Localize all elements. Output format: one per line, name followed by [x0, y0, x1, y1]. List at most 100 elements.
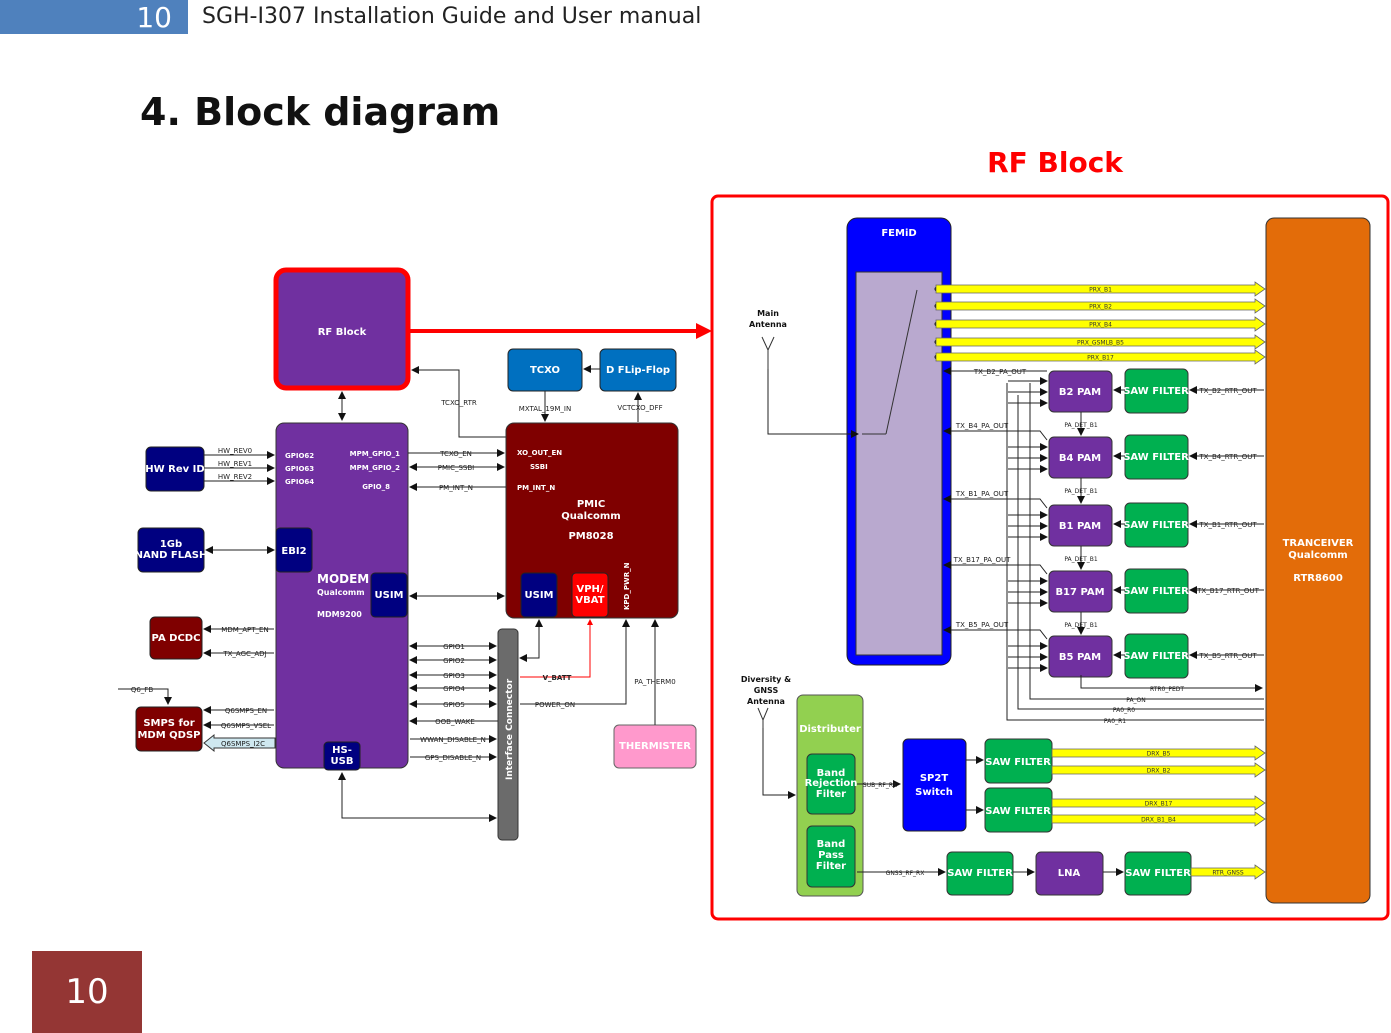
saw-filter-box: [1124, 502, 1189, 548]
tranceiver-vendor: Qualcomm: [1288, 550, 1347, 561]
rf-block-frame: [710, 194, 1390, 921]
signal-label: Q6_FB: [131, 686, 153, 694]
drx-arrow-label: DRX_B5: [1147, 751, 1171, 758]
rtr-out-label: TX_B1_RTR_OUT: [1198, 521, 1257, 529]
signal-label: MDM_APT_EN: [221, 626, 268, 634]
saw-label: SAW FILTER: [1125, 868, 1191, 879]
signal-label: HW_REV2: [218, 473, 252, 481]
pa-out-line: [943, 495, 1048, 509]
signal-label: PA_THERM0: [634, 678, 675, 686]
modem-pin: GPIO63: [285, 465, 314, 473]
modem-pin: GPIO_8: [362, 483, 390, 491]
brf-label: Rejection: [805, 778, 858, 789]
tranceiver-title: TRANCEIVER: [1283, 538, 1354, 549]
saw-filter-box: [1124, 368, 1189, 414]
control-label: PA0_R1: [1104, 718, 1126, 725]
modem-pin: MPM_GPIO_1: [350, 450, 400, 458]
pmic-part: PM8028: [568, 531, 613, 542]
saw-label: SAW FILTER: [1123, 651, 1189, 662]
brf-label: Band: [817, 768, 846, 779]
bpf-label: Band: [817, 839, 846, 850]
prx-arrow: [935, 334, 1266, 350]
modem-pin: GPIO62: [285, 452, 314, 460]
antenna-distributer-link: [762, 728, 796, 799]
sp2t-label: Switch: [915, 787, 953, 798]
control-label: PA0_R0: [1113, 707, 1135, 714]
distributer-label: Distributer: [799, 724, 861, 735]
hs-usb-label: USB: [331, 756, 354, 767]
sp2t-label: SP2T: [920, 773, 948, 784]
pmic-pin: SSBI: [530, 463, 548, 471]
prx-arrow-label: PRX_B4: [1089, 322, 1112, 329]
rf-block-heading: RF Block: [987, 146, 1124, 179]
control-lines: [1006, 383, 1264, 721]
rtr-out-label: TX_B2_RTR_OUT: [1198, 387, 1257, 395]
pmic-pin: PM_INT_N: [517, 484, 555, 492]
saw-filter-box: [1124, 434, 1189, 480]
signal-line: [118, 688, 172, 705]
interface-connector: [497, 628, 519, 841]
rf-block-box: [273, 267, 411, 391]
bpf-label: Filter: [816, 861, 846, 872]
drx-saw-filter-1: [984, 738, 1053, 784]
prx-arrow-label: PRX_GSMLB_B5: [1077, 340, 1124, 347]
prx-arrow-label: PRX_B17: [1087, 355, 1114, 362]
rtr-gnss-arrow: [1190, 864, 1266, 880]
lna-label: LNA: [1058, 868, 1081, 879]
prx-arrow: [935, 316, 1266, 332]
saw-label: SAW FILTER: [1123, 452, 1189, 463]
signal-label: Q6SMPS_EN: [225, 707, 267, 715]
signal-label: GPIO4: [443, 685, 465, 693]
rf-block-label: RF Block: [318, 327, 367, 338]
drx-arrow: [1051, 811, 1266, 827]
saw-label: SAW FILTER: [947, 868, 1013, 879]
modem-title: MODEM: [317, 572, 369, 586]
prx-arrow: [935, 281, 1266, 297]
main-antenna-label: Main: [757, 309, 779, 318]
rtr-out-label: TX_B5_RTR_OUT: [1198, 652, 1257, 660]
ebi2-box: [275, 527, 313, 573]
document-title: SGH-I307 Installation Guide and User man…: [202, 4, 702, 29]
drx-arrow-label: DRX_B2: [1147, 768, 1171, 775]
div-antenna-label: Antenna: [747, 697, 785, 706]
femid-label: FEMiD: [881, 228, 916, 239]
div-antenna-label: GNSS: [754, 686, 779, 695]
ebi2-label: EBI2: [281, 546, 306, 557]
pa-out-label: TX_B4_PA_OUT: [955, 422, 1009, 430]
drx-arrow-label: DRX_B17: [1145, 801, 1173, 808]
signal-label: GPIO2: [443, 657, 465, 665]
pa-out-label: TX_B17_PA_OUT: [953, 556, 1011, 564]
modem-pin: MPM_GPIO_2: [350, 464, 400, 472]
saw-label: SAW FILTER: [1123, 386, 1189, 397]
kpd-pwr-label: KPD_PWR_N: [623, 562, 631, 610]
pmic-box: [505, 422, 679, 619]
chapter-number: 10: [0, 0, 188, 34]
femid-switch-area: [855, 271, 943, 656]
smps-label: SMPS for: [143, 718, 194, 729]
signal-label: WWAN_DISABLE_N: [420, 736, 486, 744]
pa-out-line: [943, 626, 1048, 640]
signal-label: OOB_WAKE: [435, 718, 475, 726]
band-rejection-filter: [806, 753, 856, 815]
nand-label: 1Gb: [160, 539, 182, 550]
modem-part: MDM9200: [317, 610, 362, 619]
signal-label: Q6SMPS_VSEL: [221, 722, 271, 730]
pmic-usim-label: USIM: [525, 590, 554, 601]
vph-label: VPH/: [576, 584, 603, 595]
rtr-out-label: TX_B4_RTR_OUT: [1198, 453, 1257, 461]
signal-label: Q6SMPS_I2C: [221, 740, 265, 748]
vph-vbat-box: [571, 572, 609, 618]
control-label: RTR0_PEDT: [1150, 686, 1184, 693]
signal-label: GPIO3: [443, 672, 465, 680]
div-antenna-icon: [757, 707, 769, 728]
pa-dcdc-label: PA DCDC: [152, 633, 201, 644]
pam-label: B5 PAM: [1059, 652, 1101, 663]
signal-label: HW_REV1: [218, 460, 252, 468]
pmic-usim-box: [520, 572, 558, 618]
signal-label: GPIO1: [443, 643, 465, 651]
v-batt-line: [520, 619, 593, 678]
prx-arrow: [935, 298, 1266, 314]
